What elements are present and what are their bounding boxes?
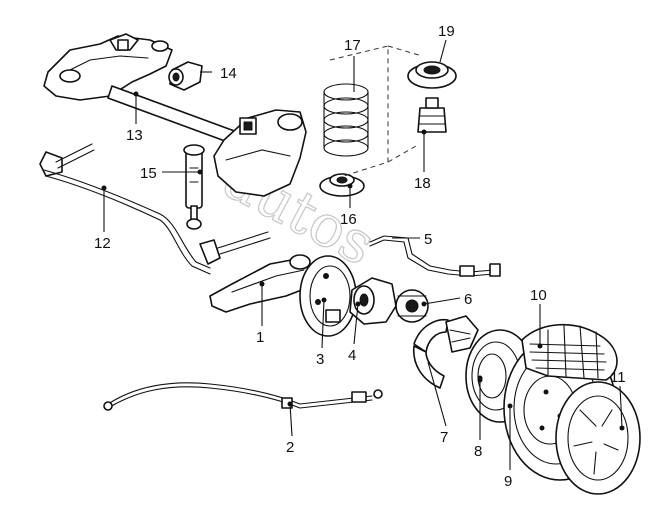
callout-3: 3 bbox=[316, 351, 324, 368]
upper-mount-part bbox=[407, 61, 457, 89]
alignment-line bbox=[387, 45, 423, 163]
callout-1: 1 bbox=[256, 329, 264, 346]
callout-4: 4 bbox=[348, 347, 356, 364]
leader-line bbox=[439, 39, 447, 63]
callout-9: 9 bbox=[504, 473, 512, 490]
crossmember-part bbox=[43, 33, 307, 197]
callout-7: 7 bbox=[440, 429, 448, 446]
leader-line bbox=[353, 303, 359, 345]
leader-line bbox=[423, 297, 461, 305]
spring-seat-part bbox=[319, 173, 365, 197]
callout-19: 19 bbox=[438, 23, 455, 40]
callout-18: 18 bbox=[414, 175, 431, 192]
callout-10: 10 bbox=[530, 287, 547, 304]
handbrake-cable-part bbox=[103, 382, 383, 411]
backing-plate-part bbox=[299, 255, 357, 337]
shock-absorber-part bbox=[183, 144, 205, 230]
bump-stop-part bbox=[417, 97, 447, 133]
callout-5: 5 bbox=[424, 231, 432, 248]
callout-2: 2 bbox=[286, 439, 294, 456]
brake-hose-part bbox=[369, 235, 501, 277]
callout-14: 14 bbox=[220, 65, 237, 82]
alignment-line bbox=[329, 45, 389, 177]
stabilizer-bar-part bbox=[39, 143, 271, 275]
leader-line bbox=[619, 385, 623, 429]
bushing-part bbox=[168, 61, 203, 91]
bearing-part bbox=[395, 289, 429, 323]
callout-11: 11 bbox=[610, 369, 626, 386]
callout-12: 12 bbox=[94, 235, 111, 252]
hub-cap-part bbox=[555, 381, 641, 495]
tyre-part bbox=[521, 323, 618, 381]
hub-part bbox=[349, 277, 397, 325]
callout-6: 6 bbox=[464, 291, 472, 308]
callout-17: 17 bbox=[344, 37, 361, 54]
callout-15: 15 bbox=[140, 165, 157, 182]
callout-16: 16 bbox=[340, 211, 357, 228]
leader-line bbox=[321, 299, 325, 349]
leader-line bbox=[427, 361, 447, 427]
coil-spring-part bbox=[323, 83, 369, 157]
callout-13: 13 bbox=[126, 127, 143, 144]
callout-8: 8 bbox=[474, 443, 482, 460]
leader-line bbox=[289, 403, 293, 437]
